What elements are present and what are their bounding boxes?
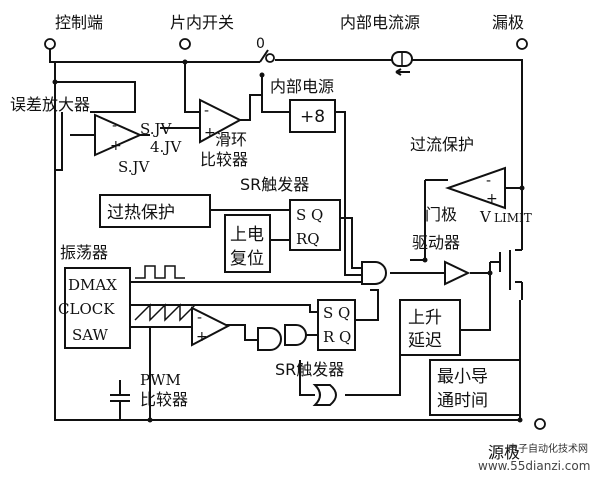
over-current-label: 过流保护 bbox=[410, 135, 474, 154]
terminals bbox=[44, 38, 546, 430]
internal-current-source-label: 内部电流源 bbox=[340, 13, 420, 32]
pwm-comp-symbol bbox=[191, 306, 231, 347]
on-chip-switch-label: 片内开关 bbox=[170, 13, 234, 32]
labels: 控制端 片内开关 0 内部电流源 漏极 源极 误差放大器 S.JV 4.JV S… bbox=[10, 13, 532, 462]
pwm-label-2: 比较器 bbox=[140, 390, 188, 409]
leading-edge-label-1: 上升 bbox=[408, 308, 442, 328]
drain-label: 漏极 bbox=[492, 13, 524, 32]
square-wave bbox=[135, 265, 185, 279]
clock-label: CLOCK bbox=[58, 300, 115, 318]
sr-latch-bottom-label: SR触发器 bbox=[275, 360, 344, 379]
source-terminal[interactable] bbox=[534, 418, 546, 430]
min-on-time-box bbox=[429, 359, 521, 416]
ref-sjv-1: S.JV bbox=[140, 120, 173, 138]
sr-top-rq: RQ bbox=[296, 230, 320, 248]
vlimit-sub: LIMIT bbox=[494, 211, 532, 225]
sr-bottom-rq: R Q bbox=[323, 328, 351, 346]
hys-comp-label-1: 滑环 bbox=[215, 130, 247, 149]
vlimit-v: V bbox=[479, 208, 492, 226]
switch-state-label: 0 bbox=[256, 36, 265, 52]
hysteresis-comp-symbol bbox=[199, 98, 243, 144]
pwm-comp-minus: - bbox=[197, 310, 202, 326]
min-on-label-2: 通时间 bbox=[437, 391, 488, 411]
watermark-line2: www.55dianzi.com bbox=[478, 459, 590, 473]
drain-terminal[interactable] bbox=[516, 38, 528, 50]
hys-comp-plus: + bbox=[204, 125, 216, 141]
hys-comp-minus: - bbox=[204, 103, 209, 119]
saw-wave bbox=[134, 303, 196, 322]
sr-latch-bottom-box bbox=[317, 299, 356, 351]
over-temp-label: 过热保护 bbox=[107, 203, 175, 223]
error-amp-minus: - bbox=[112, 118, 117, 134]
source-label: 源极 bbox=[488, 443, 520, 462]
oscillator-box bbox=[64, 267, 131, 349]
watermark: 电子自动化技术网 www.55dianzi.com bbox=[478, 442, 590, 473]
hys-comp-label-2: 比较器 bbox=[200, 150, 248, 169]
over-temp-box bbox=[99, 194, 211, 228]
error-amp-symbol bbox=[94, 113, 143, 157]
plus8-box bbox=[289, 99, 336, 133]
control-label: 控制端 bbox=[55, 13, 103, 32]
watermark-line1: 电子自动化技术网 bbox=[508, 442, 588, 455]
gate-driver-label-1: 门极 bbox=[425, 205, 457, 224]
error-amp-label: 误差放大器 bbox=[10, 95, 90, 114]
ref-4jv: 4.JV bbox=[150, 138, 182, 156]
plus8-label: +8 bbox=[300, 107, 325, 127]
gate-driver-symbol bbox=[444, 260, 471, 286]
power-on-label-2: 复位 bbox=[230, 249, 264, 269]
error-amp-plus: + bbox=[110, 138, 122, 154]
junctions bbox=[52, 59, 525, 423]
pwm-comp-plus: + bbox=[196, 329, 208, 345]
power-on-reset-box bbox=[224, 214, 271, 273]
min-on-label-1: 最小导 bbox=[437, 367, 488, 387]
saw-label: SAW bbox=[72, 326, 109, 344]
pwm-label-1: PWM bbox=[140, 371, 181, 389]
and-gate-top bbox=[361, 261, 387, 285]
oscillator-label: 振荡器 bbox=[60, 243, 108, 262]
blocks: - + - + - + - + bbox=[64, 98, 521, 416]
sr-latch-top-label: SR触发器 bbox=[240, 175, 309, 194]
switch-terminal-right[interactable] bbox=[265, 53, 275, 63]
ref-sjv-2: S.JV bbox=[118, 158, 151, 176]
oc-comp-minus: - bbox=[486, 173, 491, 189]
sr-top-sq: S Q bbox=[296, 206, 323, 224]
switch-terminal-left[interactable] bbox=[179, 38, 191, 50]
sr-latch-top-box bbox=[289, 199, 341, 251]
oc-comp-plus: + bbox=[486, 191, 498, 207]
or-gate-bottom bbox=[312, 384, 337, 406]
leading-edge-label-2: 延迟 bbox=[408, 331, 442, 351]
dmax-label: DMAX bbox=[68, 276, 117, 294]
leading-edge-box bbox=[399, 299, 461, 356]
internal-supply-label: 内部电源 bbox=[270, 77, 334, 96]
power-on-label-1: 上电 bbox=[230, 225, 264, 245]
control-terminal[interactable] bbox=[44, 38, 56, 50]
sr-bottom-sq: S Q bbox=[323, 304, 350, 322]
and-gate-bottom bbox=[257, 327, 282, 351]
over-current-comp-symbol bbox=[444, 166, 506, 210]
and-gate-mid bbox=[284, 324, 307, 346]
gate-driver-label-2: 驱动器 bbox=[412, 233, 460, 252]
